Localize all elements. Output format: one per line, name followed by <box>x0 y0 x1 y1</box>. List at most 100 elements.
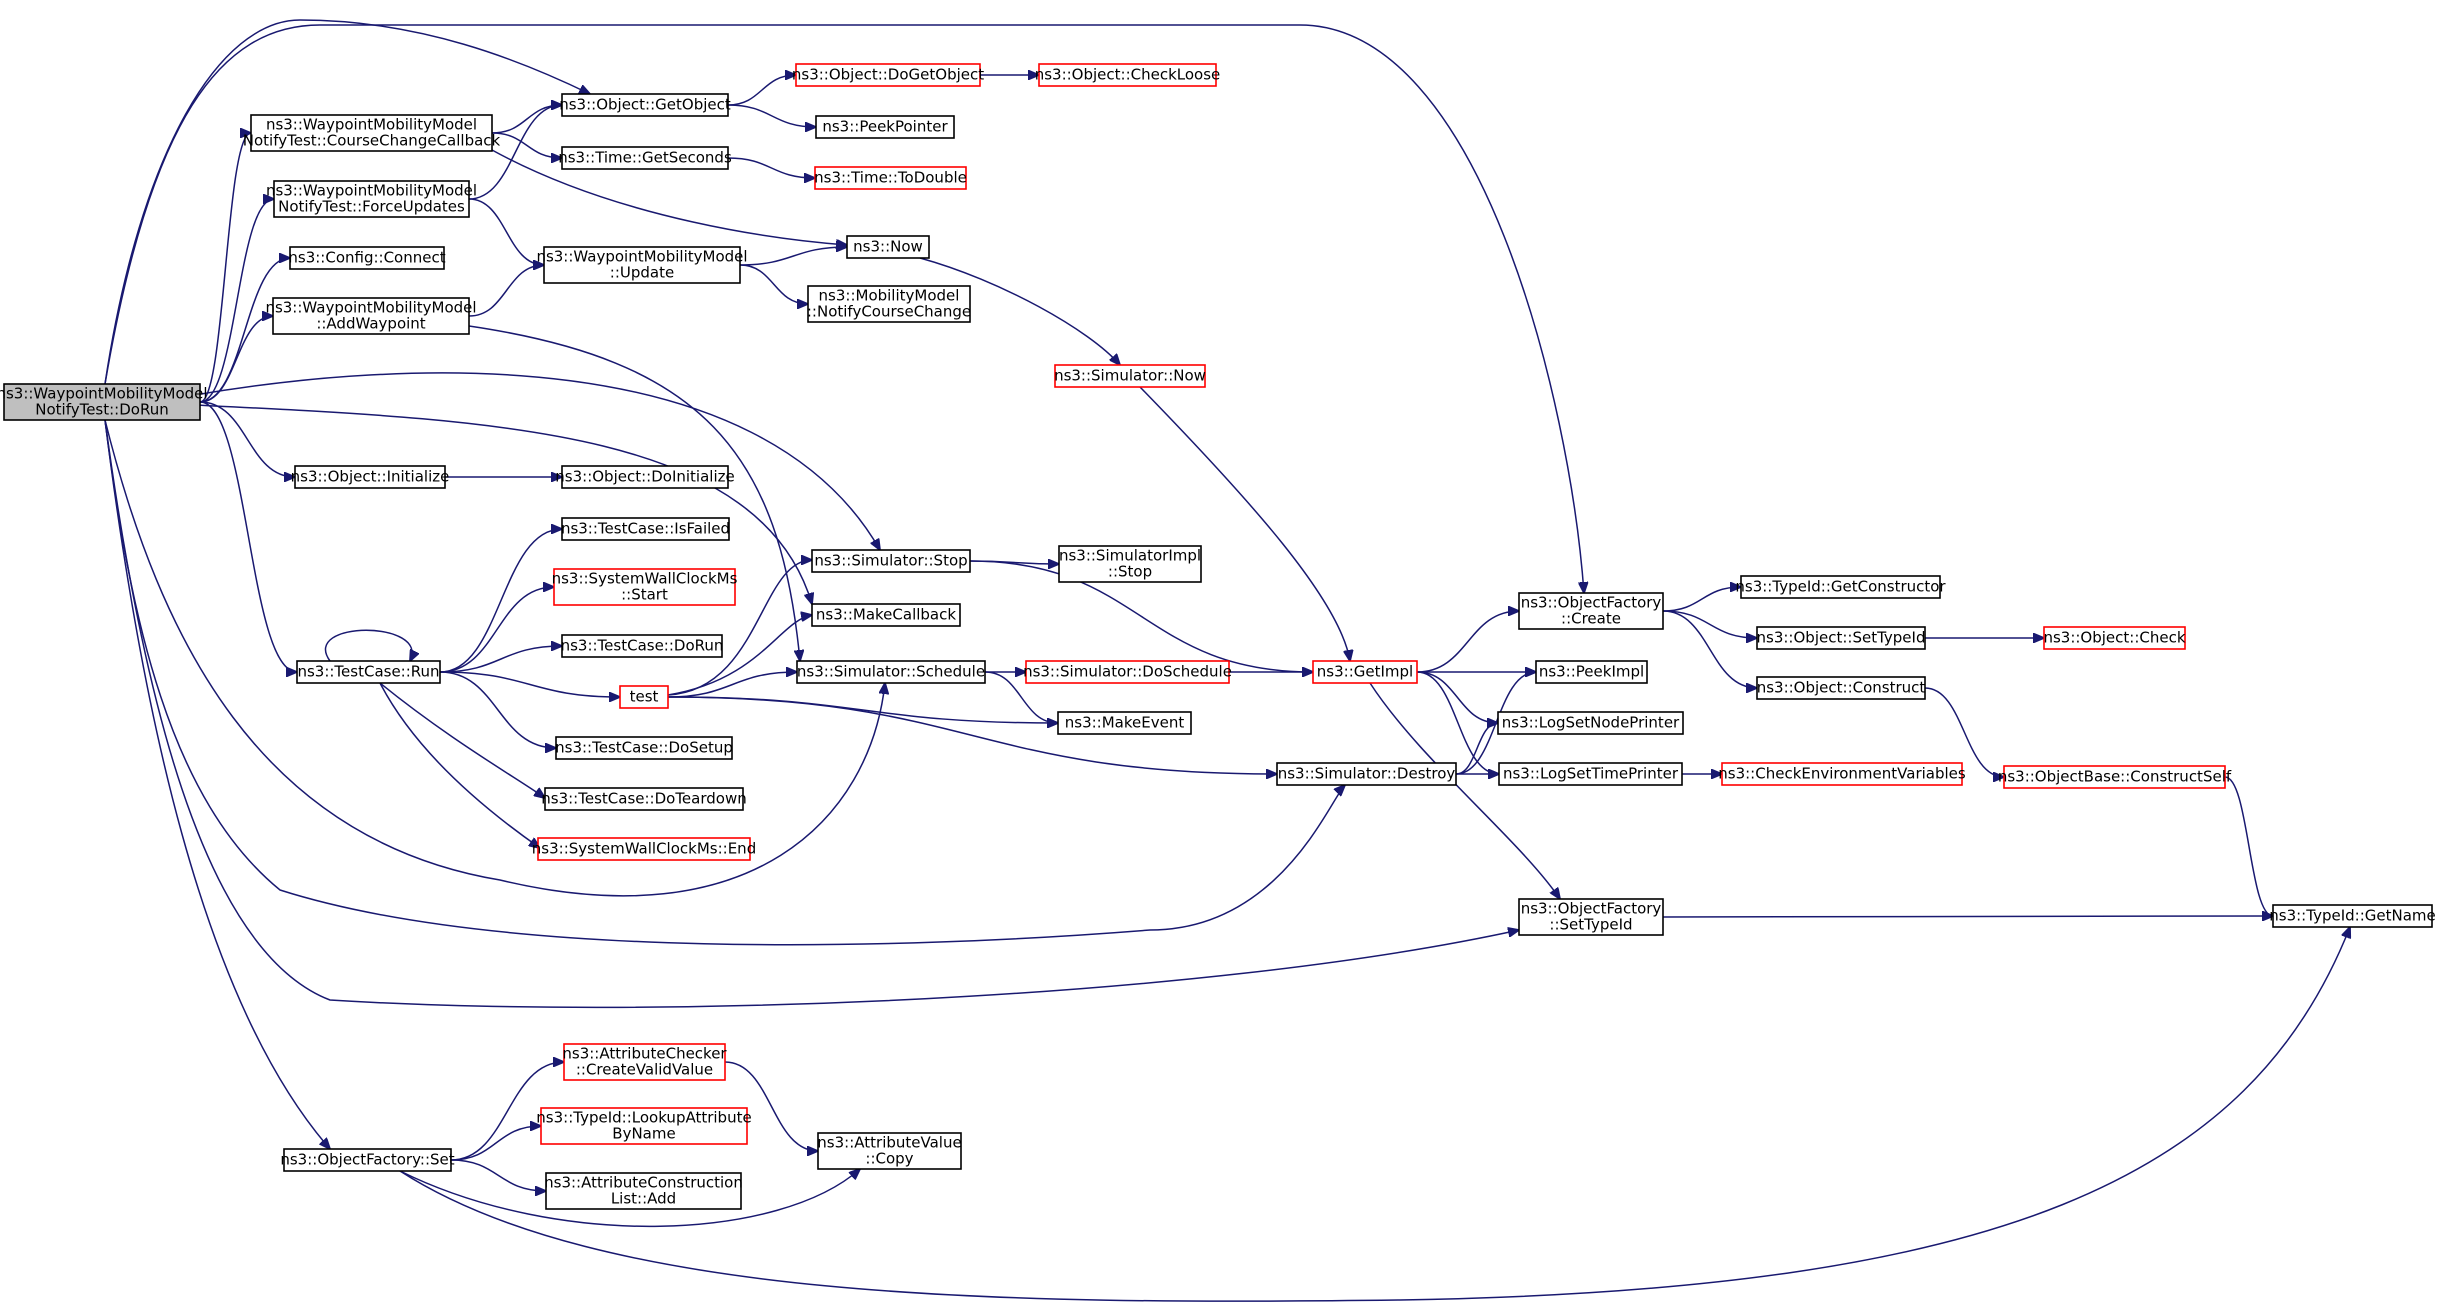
node-now[interactable]: ns3::Now <box>846 235 930 259</box>
node-addwaypoint[interactable]: ns3::WaypointMobilityModel::AddWaypoint <box>265 297 477 335</box>
node-objsettypeid[interactable]: ns3::Object::SetTypeId <box>1756 626 1926 650</box>
node-getobject[interactable]: ns3::Object::GetObject <box>559 93 731 117</box>
node-box[interactable] <box>1058 545 1202 583</box>
node-box[interactable] <box>846 235 930 259</box>
node-box[interactable] <box>543 246 741 284</box>
node-objconstruct[interactable]: ns3::Object::Construct <box>1756 676 1926 700</box>
node-box[interactable] <box>2003 765 2226 789</box>
node-checkloose[interactable]: ns3::Object::CheckLoose <box>1035 63 1221 87</box>
node-box[interactable] <box>561 517 730 541</box>
node-notifycoursechange[interactable]: ns3::MobilityModel::NotifyCourseChange <box>807 285 971 323</box>
node-makeevent[interactable]: ns3::MakeEvent <box>1057 711 1192 735</box>
node-checkenv[interactable]: ns3::CheckEnvironmentVariables <box>1718 762 1966 786</box>
node-box[interactable] <box>553 568 736 606</box>
node-box[interactable] <box>795 63 981 87</box>
node-box[interactable] <box>294 465 446 489</box>
node-lognodeprinter[interactable]: ns3::LogSetNodePrinter <box>1497 711 1684 735</box>
node-simdoschedule[interactable]: ns3::Simulator::DoSchedule <box>1023 660 1232 684</box>
node-logtimeprinter[interactable]: ns3::LogSetTimePrinter <box>1498 762 1683 786</box>
node-box[interactable] <box>544 787 744 811</box>
node-constructself[interactable]: ns3::ObjectBase::ConstructSelf <box>1998 765 2232 789</box>
node-makecallback[interactable]: ns3::MakeCallback <box>811 603 961 627</box>
node-objcheck[interactable]: ns3::Object::Check <box>2043 626 2186 650</box>
node-box[interactable] <box>1497 711 1684 735</box>
node-box[interactable] <box>3 383 201 421</box>
node-box[interactable] <box>540 1107 748 1145</box>
node-wmmupdate[interactable]: ns3::WaypointMobilityModel::Update <box>536 246 748 284</box>
node-getimpl[interactable]: ns3::GetImpl <box>1312 660 1418 684</box>
node-tcrun[interactable]: ns3::TestCase::Run <box>296 660 441 684</box>
node-tcdosetup[interactable]: ns3::TestCase::DoSetup <box>555 736 733 760</box>
node-isfailed[interactable]: ns3::TestCase::IsFailed <box>561 517 730 541</box>
node-objinitialize[interactable]: ns3::Object::Initialize <box>291 465 450 489</box>
node-box[interactable] <box>561 634 723 658</box>
node-box[interactable] <box>555 736 733 760</box>
node-simstop[interactable]: ns3::Simulator::Stop <box>811 549 971 573</box>
node-simnow[interactable]: ns3::Simulator::Now <box>1054 364 1206 388</box>
node-box[interactable] <box>1721 762 1963 786</box>
node-tcdoteardown[interactable]: ns3::TestCase::DoTeardown <box>541 787 747 811</box>
node-getseconds[interactable]: ns3::Time::GetSeconds <box>558 146 732 170</box>
node-swcend[interactable]: ns3::SystemWallClockMs::End <box>532 837 756 861</box>
node-dorun[interactable]: ns3::WaypointMobilityModelNotifyTest::Do… <box>0 383 208 421</box>
node-box[interactable] <box>1057 711 1192 735</box>
node-tcdorun[interactable]: ns3::TestCase::DoRun <box>561 634 724 658</box>
node-peekimpl[interactable]: ns3::PeekImpl <box>1535 660 1648 684</box>
node-box[interactable] <box>537 837 751 861</box>
node-forceupdates[interactable]: ns3::WaypointMobilityModelNotifyTest::Fo… <box>266 180 477 218</box>
node-box[interactable] <box>1038 63 1217 87</box>
node-configconnect[interactable]: ns3::Config::Connect <box>288 246 446 270</box>
node-box[interactable] <box>2043 626 2186 650</box>
node-box[interactable] <box>1025 660 1230 684</box>
node-box[interactable] <box>1518 898 1664 936</box>
node-box[interactable] <box>273 180 470 218</box>
node-box[interactable] <box>561 146 729 170</box>
node-simdestroy[interactable]: ns3::Simulator::Destroy <box>1276 762 1457 786</box>
node-swcstart[interactable]: ns3::SystemWallClockMs::Start <box>552 568 738 606</box>
node-box[interactable] <box>619 685 669 709</box>
node-box[interactable] <box>563 1043 726 1081</box>
node-box[interactable] <box>1756 676 1926 700</box>
node-peekpointer[interactable]: ns3::PeekPointer <box>815 115 955 139</box>
node-box[interactable] <box>1054 364 1206 388</box>
node-test[interactable]: test <box>619 685 669 709</box>
node-objfactoryset[interactable]: ns3::ObjectFactory::Set <box>280 1148 455 1172</box>
node-objdoinitialize[interactable]: ns3::Object::DoInitialize <box>555 465 735 489</box>
node-box[interactable] <box>296 660 441 684</box>
node-objfactorycreate[interactable]: ns3::ObjectFactory::Create <box>1518 592 1664 630</box>
node-box[interactable] <box>561 93 729 117</box>
node-box[interactable] <box>250 114 493 152</box>
node-attrcheckercreate[interactable]: ns3::AttributeChecker::CreateValidValue <box>562 1043 727 1081</box>
node-box[interactable] <box>1518 592 1664 630</box>
node-typeidgetname[interactable]: ns3::TypeId::GetName <box>2269 904 2436 928</box>
node-box[interactable] <box>1740 575 1941 599</box>
node-box[interactable] <box>2272 904 2433 928</box>
node-getconstructor[interactable]: ns3::TypeId::GetConstructor <box>1735 575 1946 599</box>
node-box[interactable] <box>817 1132 962 1170</box>
node-box[interactable] <box>814 166 967 190</box>
node-box[interactable] <box>807 285 971 323</box>
node-box[interactable] <box>561 465 729 489</box>
node-simimplstop[interactable]: ns3::SimulatorImpl::Stop <box>1058 545 1202 583</box>
node-box[interactable] <box>272 297 470 335</box>
node-box[interactable] <box>1312 660 1418 684</box>
node-box[interactable] <box>815 115 955 139</box>
node-box[interactable] <box>811 549 971 573</box>
node-box[interactable] <box>1535 660 1648 684</box>
node-box[interactable] <box>1756 626 1926 650</box>
node-box[interactable] <box>545 1172 742 1210</box>
node-coursechangecb[interactable]: ns3::WaypointMobilityModelNotifyTest::Co… <box>243 114 501 152</box>
node-objfactorysettypeid[interactable]: ns3::ObjectFactory::SetTypeId <box>1518 898 1664 936</box>
node-simschedule[interactable]: ns3::Simulator::Schedule <box>796 660 986 684</box>
node-todouble[interactable]: ns3::Time::ToDouble <box>814 166 967 190</box>
node-box[interactable] <box>1276 762 1457 786</box>
node-box[interactable] <box>796 660 986 684</box>
node-box[interactable] <box>283 1148 452 1172</box>
node-box[interactable] <box>1498 762 1683 786</box>
node-attrvaluecopy[interactable]: ns3::AttributeValue::Copy <box>817 1132 962 1170</box>
node-dogetobject[interactable]: ns3::Object::DoGetObject <box>792 63 984 87</box>
node-box[interactable] <box>811 603 961 627</box>
node-box[interactable] <box>289 246 445 270</box>
